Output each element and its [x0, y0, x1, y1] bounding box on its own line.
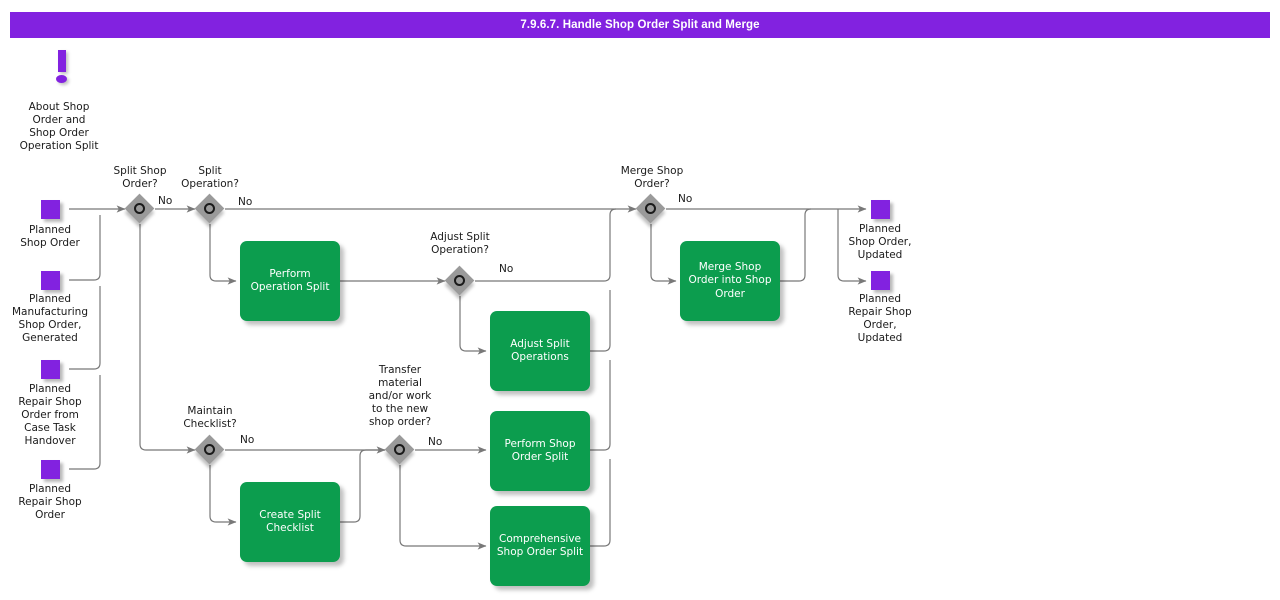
start-event-label-0: Planned Shop Order — [20, 224, 80, 249]
exclamation-icon — [47, 50, 77, 86]
end-event-label-0: Planned Shop Order, Updated — [848, 223, 912, 261]
gateway-split-operation[interactable] — [194, 193, 225, 224]
gateway-label-maintain-checklist: Maintain Checklist? — [183, 405, 237, 430]
flow-label-split-shop-order-no: No — [158, 195, 173, 207]
task-merge-shop-order-into-shop-order[interactable]: Merge Shop Order into Shop Order — [680, 241, 780, 321]
gateway-ring-icon — [204, 444, 215, 455]
task-create-split-checklist[interactable]: Create Split Checklist — [240, 482, 340, 562]
gateway-ring-icon — [454, 275, 465, 286]
start-event-planned-manufacturing-shop-order[interactable] — [41, 271, 60, 290]
gateway-ring-icon — [204, 203, 215, 214]
end-event-planned-shop-order-updated[interactable] — [871, 200, 890, 219]
gateway-ring-icon — [394, 444, 405, 455]
start-event-label-1: Planned Manufacturing Shop Order, Genera… — [11, 293, 89, 344]
gateway-label-split-operation: Split Operation? — [181, 165, 239, 190]
gateway-label-split-shop-order: Split Shop Order? — [113, 165, 167, 190]
flow-label-split-operation-no: No — [238, 196, 253, 208]
start-event-planned-repair-shop-order-case-task[interactable] — [41, 360, 60, 379]
gateway-ring-icon — [134, 203, 145, 214]
end-event-planned-repair-shop-order-updated[interactable] — [871, 271, 890, 290]
flow-label-transfer-material-no: No — [428, 436, 443, 448]
start-event-label-3: Planned Repair Shop Order — [18, 483, 82, 521]
flow-label-adjust-split-operation-no: No — [499, 263, 514, 275]
flow-label-maintain-checklist-no: No — [240, 434, 255, 446]
gateway-maintain-checklist[interactable] — [194, 434, 225, 465]
gateway-transfer-material[interactable] — [384, 434, 415, 465]
gateway-ring-icon — [645, 203, 656, 214]
task-perform-operation-split[interactable]: Perform Operation Split — [240, 241, 340, 321]
page-title: 7.9.6.7. Handle Shop Order Split and Mer… — [10, 12, 1270, 38]
gateway-split-shop-order[interactable] — [124, 193, 155, 224]
gateway-adjust-split-operation[interactable] — [444, 265, 475, 296]
task-adjust-split-operations[interactable]: Adjust Split Operations — [490, 311, 590, 391]
start-event-planned-shop-order[interactable] — [41, 200, 60, 219]
exclamation-dot — [56, 75, 67, 83]
start-event-planned-repair-shop-order[interactable] — [41, 460, 60, 479]
gateway-label-transfer-material: Transfer material and/or work to the new… — [368, 364, 432, 428]
exclamation-bar — [58, 50, 66, 72]
start-event-label-2: Planned Repair Shop Order from Case Task… — [18, 383, 82, 447]
gateway-merge-shop-order[interactable] — [635, 193, 666, 224]
annotation-label: About Shop Order and Shop Order Operatio… — [19, 101, 99, 152]
gateway-label-merge-shop-order: Merge Shop Order? — [620, 165, 684, 190]
gateway-label-adjust-split-operation: Adjust Split Operation? — [430, 231, 490, 256]
task-perform-shop-order-split[interactable]: Perform Shop Order Split — [490, 411, 590, 491]
end-event-label-1: Planned Repair Shop Order, Updated — [848, 293, 912, 344]
flow-label-merge-shop-order-no: No — [678, 193, 693, 205]
task-comprehensive-shop-order-split[interactable]: Comprehensive Shop Order Split — [490, 506, 590, 586]
